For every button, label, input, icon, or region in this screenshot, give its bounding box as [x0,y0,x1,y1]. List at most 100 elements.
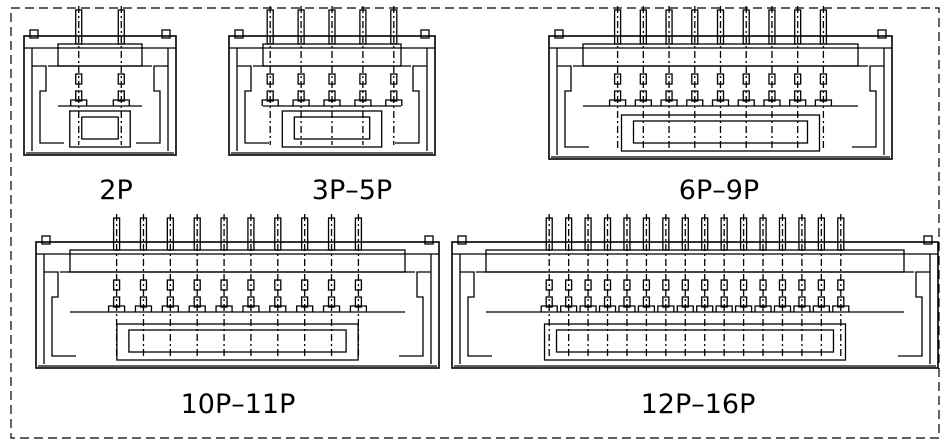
pin-1-contact-upper [112,279,121,291]
pin-1-seat [70,99,88,106]
label-6p-9p: 6P–9P [679,175,759,206]
left-step-profile [32,65,64,144]
pin-11-seat [734,305,753,312]
pin-4-seat [686,99,704,106]
pin-1-contact-lower [112,296,121,308]
label-12p-16p: 12P–16P [641,389,756,420]
right-step-profile [395,65,427,144]
pin-6-contact-upper [247,279,255,291]
housing-outline [35,241,440,369]
pin-2-contact-lower [564,296,573,308]
left-step-profile [44,271,76,357]
pin-2-seat [112,99,130,106]
pin-10-contact-lower [720,296,728,308]
pin-2-contact-lower [117,90,125,102]
bottom-cavity [116,323,359,361]
pin-5-seat [618,305,636,312]
pin-9-contact-upper [701,279,709,291]
pin-14-seat [793,305,811,312]
pin-4-contact-lower [193,296,201,308]
pin-1-seat [608,99,627,106]
pin-15-contact-lower [817,296,826,308]
pin-2-contact-upper [639,73,647,85]
label-2p: 2P [99,175,132,206]
connector-view-12p-16p [451,214,939,369]
pin-2-contact-upper [117,73,125,85]
inner-header-frame [69,249,406,273]
pin-5-contact-upper [623,279,631,291]
pin-10-contact-upper [354,279,363,291]
pin-3-contact-lower [328,90,336,102]
pin-1-contact-lower [266,90,274,102]
pin-8-seat [296,305,314,312]
pin-1-seat [540,305,558,312]
connector-view-10p-11p [35,214,440,369]
pin-13-seat [773,305,792,312]
pin-16-contact-lower [837,296,845,308]
pin-6-seat [242,305,260,312]
pin-10-seat [349,305,368,312]
pin-9-contact-upper [327,279,336,291]
pin-2-seat [292,99,310,106]
connector-view-2p [23,6,177,156]
right-top-tab [424,235,434,245]
left-top-tab [29,29,39,39]
pin-8-seat [789,99,807,106]
pin-16-seat [832,305,850,312]
right-step-profile [852,65,884,148]
pin-1-contact-upper [545,279,553,291]
right-step-profile [399,271,431,357]
right-step-profile [136,65,168,144]
pin-2-seat [634,99,652,106]
pin-6-contact-lower [742,90,750,102]
pin-6-seat [737,99,755,106]
pin-6-seat [637,305,656,312]
pin-8-contact-lower [681,296,689,308]
pin-5-contact-upper [716,73,725,85]
pin-2-contact-upper [139,279,148,291]
pin-2-seat [559,305,578,312]
pin-4-seat [354,99,372,106]
pin-11-contact-upper [739,279,748,291]
pin-8-contact-upper [301,279,309,291]
pin-16-contact-upper [837,279,845,291]
pin-7-contact-upper [274,279,282,291]
pin-13-contact-upper [778,279,787,291]
pin-1-seat [107,305,126,312]
pin-5-contact-upper [220,279,228,291]
pin-6-contact-upper [742,73,750,85]
left-top-tab [554,29,564,39]
pin-7-contact-upper [768,73,776,85]
pin-3-contact-lower [665,90,673,102]
pin-5-seat [711,99,730,106]
pin-1-contact-upper [266,73,274,85]
pin-11-contact-lower [739,296,748,308]
inner-header-frame [57,43,143,67]
pin-8-seat [676,305,694,312]
pin-1-contact-lower [613,90,622,102]
pin-9-contact-upper [819,73,828,85]
right-top-tab [877,29,887,39]
right-top-tab [923,235,933,245]
pin-5-contact-lower [220,296,228,308]
pin-3-seat [161,305,179,312]
left-step-profile [237,65,269,144]
pin-3-contact-lower [166,296,174,308]
pin-2-contact-lower [139,296,148,308]
dashed-sheet-frame [10,7,940,439]
pin-10-contact-lower [354,296,363,308]
pin-5-seat [385,99,403,106]
connector-view-3p-5p [228,6,436,156]
left-step-profile [460,271,492,357]
pin-3-seat [660,99,678,106]
left-top-tab [457,235,467,245]
pin-5-contact-lower [623,296,631,308]
pin-3-contact-upper [328,73,336,85]
pin-5-contact-lower [716,90,725,102]
pin-4-contact-upper [193,279,201,291]
pin-10-seat [715,305,733,312]
pin-1-contact-upper [613,73,622,85]
pin-8-contact-lower [301,296,309,308]
